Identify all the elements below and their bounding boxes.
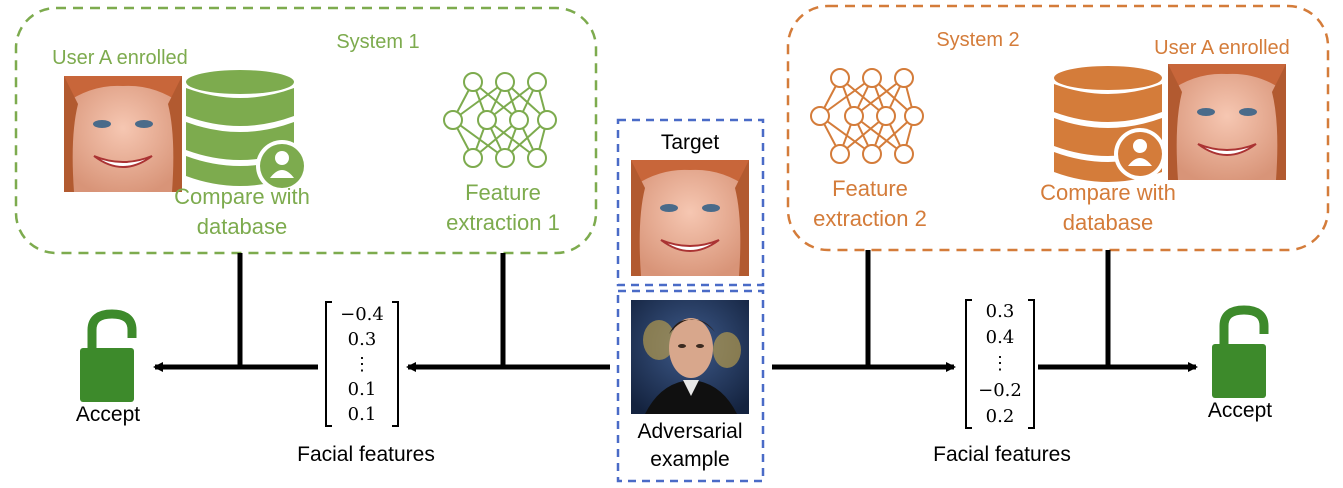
system2-neural-network-icon	[810, 68, 924, 164]
system2-compare-line1: Compare with	[1040, 180, 1176, 205]
right-vector-value: 0.4	[986, 327, 1015, 348]
left-vector-value: 0.1	[348, 404, 377, 425]
system1-enrolled-face-photo	[64, 76, 182, 192]
right-accept-label: Accept	[1208, 399, 1272, 422]
target-face-photo	[631, 160, 749, 276]
target-label: Target	[661, 131, 720, 154]
system1-enrolled-label: User A enrolled	[52, 47, 188, 69]
left-feature-vector: −0.4 0.3 ⋮ 0.1 0.1	[325, 301, 399, 427]
left-unlocked-padlock-icon	[80, 309, 137, 402]
adversarial-label-line1: Adversarial	[637, 420, 742, 443]
right-feature-vector: 0.3 0.4 ⋮ −0.2 0.2	[965, 299, 1035, 429]
system2-compare-line2: database	[1063, 210, 1154, 235]
system2-container	[786, 4, 1330, 252]
right-vector-value: 0.2	[986, 406, 1015, 427]
right-vector-value: ⋮	[991, 353, 1009, 374]
system1-container	[14, 6, 598, 255]
system1-compare-line1: Compare with	[174, 184, 310, 209]
system1-feature-line2: extraction 1	[446, 210, 560, 235]
right-unlocked-padlock-icon	[1212, 305, 1269, 398]
system2-database-user-icon	[1054, 66, 1166, 182]
adversarial-box	[616, 289, 765, 483]
left-vector-value: 0.3	[348, 329, 377, 350]
adversarial-example-photo	[631, 300, 749, 414]
system1-title: System 1	[336, 31, 419, 53]
left-vector-value: 0.1	[348, 379, 377, 400]
right-facial-features-caption: Facial features	[933, 443, 1071, 466]
system1-database-user-icon	[186, 70, 308, 192]
system1-compare-line2: database	[197, 214, 288, 239]
right-vector-value: 0.3	[986, 301, 1015, 322]
system1-neural-network-icon	[443, 72, 557, 168]
system2-title: System 2	[936, 29, 1019, 51]
left-vector-value: −0.4	[340, 304, 384, 325]
system1-feature-line1: Feature	[465, 180, 541, 205]
left-accept-label: Accept	[76, 403, 140, 426]
system2-feature-line1: Feature	[832, 176, 908, 201]
left-facial-features-caption: Facial features	[297, 443, 435, 466]
adversarial-label-line2: example	[650, 448, 729, 471]
system2-feature-line2: extraction 2	[813, 206, 927, 231]
right-vector-value: −0.2	[978, 380, 1022, 401]
left-vector-value: ⋮	[353, 354, 371, 375]
target-box	[616, 118, 765, 287]
system2-enrolled-label: User A enrolled	[1154, 37, 1290, 59]
system2-enrolled-face-photo	[1168, 64, 1286, 180]
